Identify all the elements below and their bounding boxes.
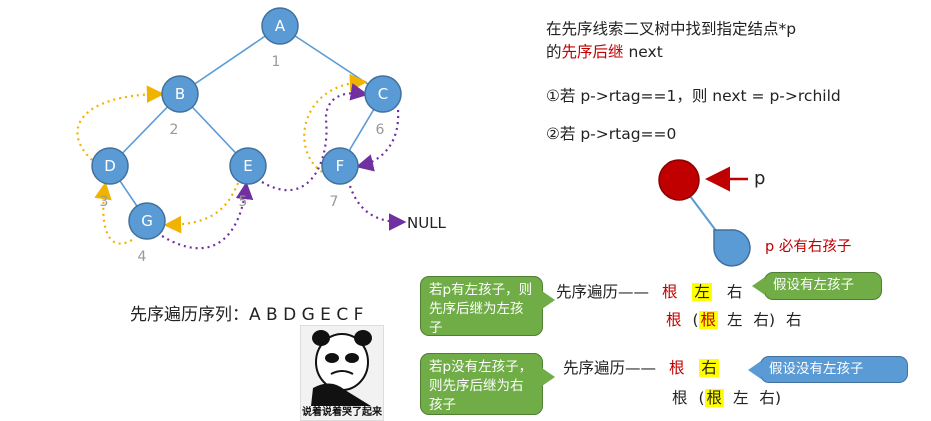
case1-row2-close: ) <box>768 311 775 329</box>
tree-node-D <box>91 147 129 185</box>
tree-node-C <box>364 75 402 113</box>
case2-row2-left: 左 <box>732 389 749 407</box>
thread-E-to-G <box>163 182 240 234</box>
p-node <box>658 159 700 201</box>
case2-bubble-tail <box>542 368 555 386</box>
title-line-2: 的先序后继 next <box>546 40 663 62</box>
preorder-sequence: 先序遍历序列：A B D G E C F <box>130 300 363 325</box>
thread-D-to-B <box>76 85 165 161</box>
case2-right: 右 <box>699 359 719 377</box>
case1-row2-highlight: 根 <box>698 311 719 329</box>
tree-node-G <box>128 202 166 240</box>
meme-caption: 说着说着哭了起来 <box>302 407 382 418</box>
case1-row2-open: ( <box>692 311 699 329</box>
case2-row1: 先序遍历—— 根 右 <box>563 356 719 378</box>
case1-row2-left: 左 <box>726 311 743 329</box>
tree-node-A <box>261 7 299 45</box>
case2-bubble: 若p没有左孩子，则先序后继为右孩子 <box>420 353 555 415</box>
rule-2: ②若 p->rtag==0 <box>546 125 677 143</box>
case1-note-text: 假设有左孩子 <box>773 277 854 293</box>
preorder-index-F: 7 <box>330 194 339 210</box>
thread-G-to-D <box>94 181 133 245</box>
case1-row2: 根 (根 左 右) 右 <box>666 308 801 330</box>
thread-E-to-C <box>261 83 369 192</box>
null-label: NULL <box>407 214 446 232</box>
case1-left: 左 <box>692 283 712 301</box>
tree-node-label-G: G <box>141 212 153 230</box>
tree-node-label-F: F <box>336 157 345 175</box>
case1-root: 根 <box>661 283 678 301</box>
tree-node-label-C: C <box>378 85 388 103</box>
thread-G-to-E <box>161 181 254 250</box>
case1-bubble: 若p有左孩子，则先序后继为左孩子 <box>420 276 555 336</box>
tree-node-B <box>161 75 199 113</box>
tree-node-label-B: B <box>175 85 185 103</box>
tree-node-E <box>229 147 267 185</box>
thread-C-to-F <box>355 109 400 172</box>
thread-F-to-null <box>348 185 407 231</box>
tree-node-F <box>321 147 359 185</box>
case1-note-bubble: 假设有左孩子 <box>752 272 882 300</box>
p-right-child-node <box>713 229 751 267</box>
rule-1: ①若 p->rtag==1，则 next = p->rchild <box>546 87 841 105</box>
case2-row2-right: 右 <box>759 389 775 407</box>
case2-bubble-text: 若p没有左孩子，则先序后继为右孩子 <box>429 359 533 413</box>
case2-row2-open: ( <box>698 389 705 407</box>
preorder-sequence-value: A B D G E C F <box>249 305 364 325</box>
title-line-2-highlight: 先序后继 <box>561 43 624 61</box>
thread-F-to-C <box>303 73 368 173</box>
p-label: p <box>754 168 766 189</box>
case2-prefix: 先序遍历—— <box>563 359 657 377</box>
preorder-index-B: 2 <box>170 122 179 138</box>
preorder-index-A: 1 <box>272 54 281 70</box>
p-right-child-label: p 必有右孩子 <box>765 239 852 255</box>
tree-node-label-E: E <box>243 157 252 175</box>
preorder-index-G: 4 <box>138 249 147 265</box>
title-line-2-prefix: 的 <box>546 43 562 61</box>
title-line-1: 在先序线索二叉树中找到指定结点*p <box>546 20 797 38</box>
case2-note-bubble: 假设没有左孩子 <box>748 356 908 383</box>
case2-root: 根 <box>668 359 685 377</box>
case2-row2-close: ) <box>774 389 781 407</box>
case2-row2: 根 (根 左 右) <box>672 386 781 408</box>
case1-prefix: 先序遍历—— <box>556 283 650 301</box>
case1-bubble-text: 若p有左孩子，则先序后继为左孩子 <box>429 282 533 336</box>
case1-row2-tail: 右 <box>785 311 802 329</box>
case2-note-tail <box>748 361 761 379</box>
edge-A-B <box>179 25 281 95</box>
preorder-index-D: 3 <box>100 194 109 210</box>
case2-row2-highlight: 根 <box>704 389 725 407</box>
panda-face-icon <box>311 330 372 406</box>
preorder-index-E: 5 <box>239 194 248 210</box>
panda-meme-image: 说着说着哭了起来 <box>300 325 384 421</box>
case1-row1: 先序遍历—— 根 左 右 <box>556 280 742 302</box>
case2-row2-root: 根 <box>672 389 688 407</box>
preorder-index-C: 6 <box>376 122 385 138</box>
case2-note-text: 假设没有左孩子 <box>769 361 864 377</box>
p-node-diagram <box>658 159 751 267</box>
preorder-sequence-label: 先序遍历序列： <box>130 305 249 325</box>
tree-node-label-A: A <box>275 17 286 35</box>
case1-row2-right: 右 <box>753 311 769 329</box>
case1-note-tail <box>752 277 765 295</box>
case1-right: 右 <box>726 283 743 301</box>
case1-row2-root: 根 <box>666 311 682 329</box>
tree-node-label-D: D <box>104 157 116 175</box>
title-line-2-suffix: next <box>623 43 663 61</box>
case1-bubble-tail <box>542 291 555 309</box>
